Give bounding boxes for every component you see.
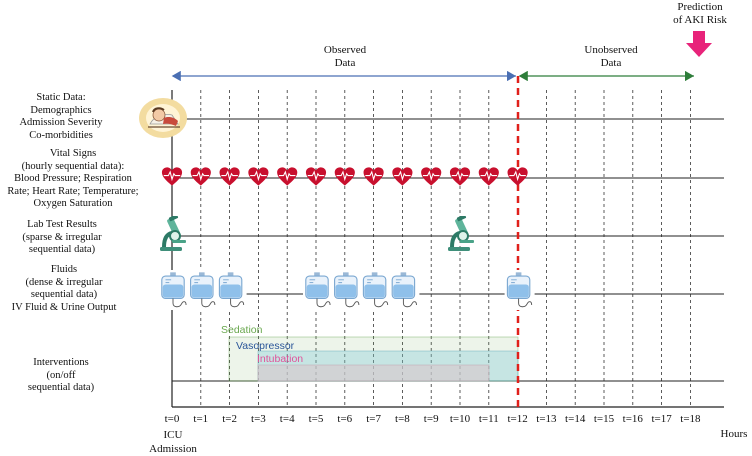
icu-admission-line1: ICU (148, 428, 198, 442)
interventions-row-label: Interventions (on/off sequential data) (0, 357, 122, 395)
static-label-line: Co-morbidities (0, 130, 122, 143)
labs-label-line: sequential data) (0, 244, 124, 257)
lab-test-events (160, 214, 474, 251)
time-tick-label: t=12 (507, 413, 527, 425)
time-tick-label: t=9 (424, 413, 439, 425)
interventions-label-line: sequential data) (0, 382, 122, 395)
time-tick-label: t=3 (251, 413, 266, 425)
time-tick-label: t=17 (651, 413, 671, 425)
intubation-label: Intubation (257, 353, 303, 365)
static-label-line: Static Data: (0, 92, 122, 105)
labs-row-label: Lab Test Results (sparse & irregular seq… (0, 219, 124, 257)
time-tick-label: t=4 (280, 413, 295, 425)
time-tick-label: t=14 (565, 413, 585, 425)
patient-in-bed-icon (139, 98, 187, 138)
unobserved-label-line2: Data (566, 57, 656, 70)
microscope-icon (448, 214, 474, 251)
labs-label-line: (sparse & irregular (0, 232, 124, 245)
vitals-label-line: Vital Signs (0, 148, 146, 161)
labs-label-line: Lab Test Results (0, 219, 124, 232)
time-tick-label: t=1 (193, 413, 208, 425)
unobserved-label: Unobserved Data (566, 44, 656, 70)
intubation-band (258, 365, 489, 381)
icu-admission-label: ICU Admission (148, 428, 198, 456)
observed-label-line1: Observed (305, 44, 385, 57)
time-tick-label: t=11 (479, 413, 499, 425)
prediction-label-line2: of AKI Risk (660, 14, 740, 27)
time-tick-label: t=16 (623, 413, 643, 425)
vitals-label-line: (hourly sequential data): (0, 161, 146, 174)
fluids-row-label: Fluids (dense & irregular sequential dat… (0, 264, 128, 314)
time-tick-label: t=6 (337, 413, 352, 425)
fluids-label-line: (dense & irregular (0, 277, 128, 290)
time-tick-label: t=7 (366, 413, 381, 425)
icu-admission-line2: Admission (148, 442, 198, 456)
microscope-icon (160, 214, 186, 251)
time-tick-label: t=13 (536, 413, 556, 425)
time-tick-label: t=10 (450, 413, 470, 425)
time-tick-label: t=2 (222, 413, 237, 425)
static-row-label: Static Data: Demographics Admission Seve… (0, 92, 122, 142)
observed-label-line2: Data (305, 57, 385, 70)
hours-axis-label: Hours (714, 428, 752, 441)
vasopressor-label: Vasopressor (236, 340, 294, 352)
fluid-events (159, 270, 535, 310)
heart-pulse-icon (508, 167, 528, 185)
vitals-label-line: Oxygen Saturation (0, 198, 146, 211)
fluids-label-line: Fluids (0, 264, 128, 277)
static-label-line: Admission Severity (0, 117, 122, 130)
vitals-row-label: Vital Signs (hourly sequential data): Bl… (0, 148, 146, 211)
time-tick-label: t=15 (594, 413, 614, 425)
prediction-label-line1: Prediction (660, 1, 740, 14)
interventions-label-line: (on/off (0, 370, 122, 383)
fluids-label-line: IV Fluid & Urine Output (0, 302, 128, 315)
sedation-label: Sedation (221, 324, 262, 336)
observed-label: Observed Data (305, 44, 385, 70)
time-tick-label: t=0 (165, 413, 180, 425)
vitals-label-line: Blood Pressure; Respiration (0, 173, 146, 186)
time-tick-label: t=5 (309, 413, 324, 425)
down-arrow-icon (686, 31, 712, 57)
static-label-line: Demographics (0, 105, 122, 118)
unobserved-label-line1: Unobserved (566, 44, 656, 57)
time-tick-label: t=8 (395, 413, 410, 425)
fluids-label-line: sequential data) (0, 289, 128, 302)
prediction-label: Prediction of AKI Risk (660, 1, 740, 27)
vitals-label-line: Rate; Heart Rate; Temperature; (0, 186, 146, 199)
interventions-label-line: Interventions (0, 357, 122, 370)
time-tick-label: t=18 (680, 413, 700, 425)
